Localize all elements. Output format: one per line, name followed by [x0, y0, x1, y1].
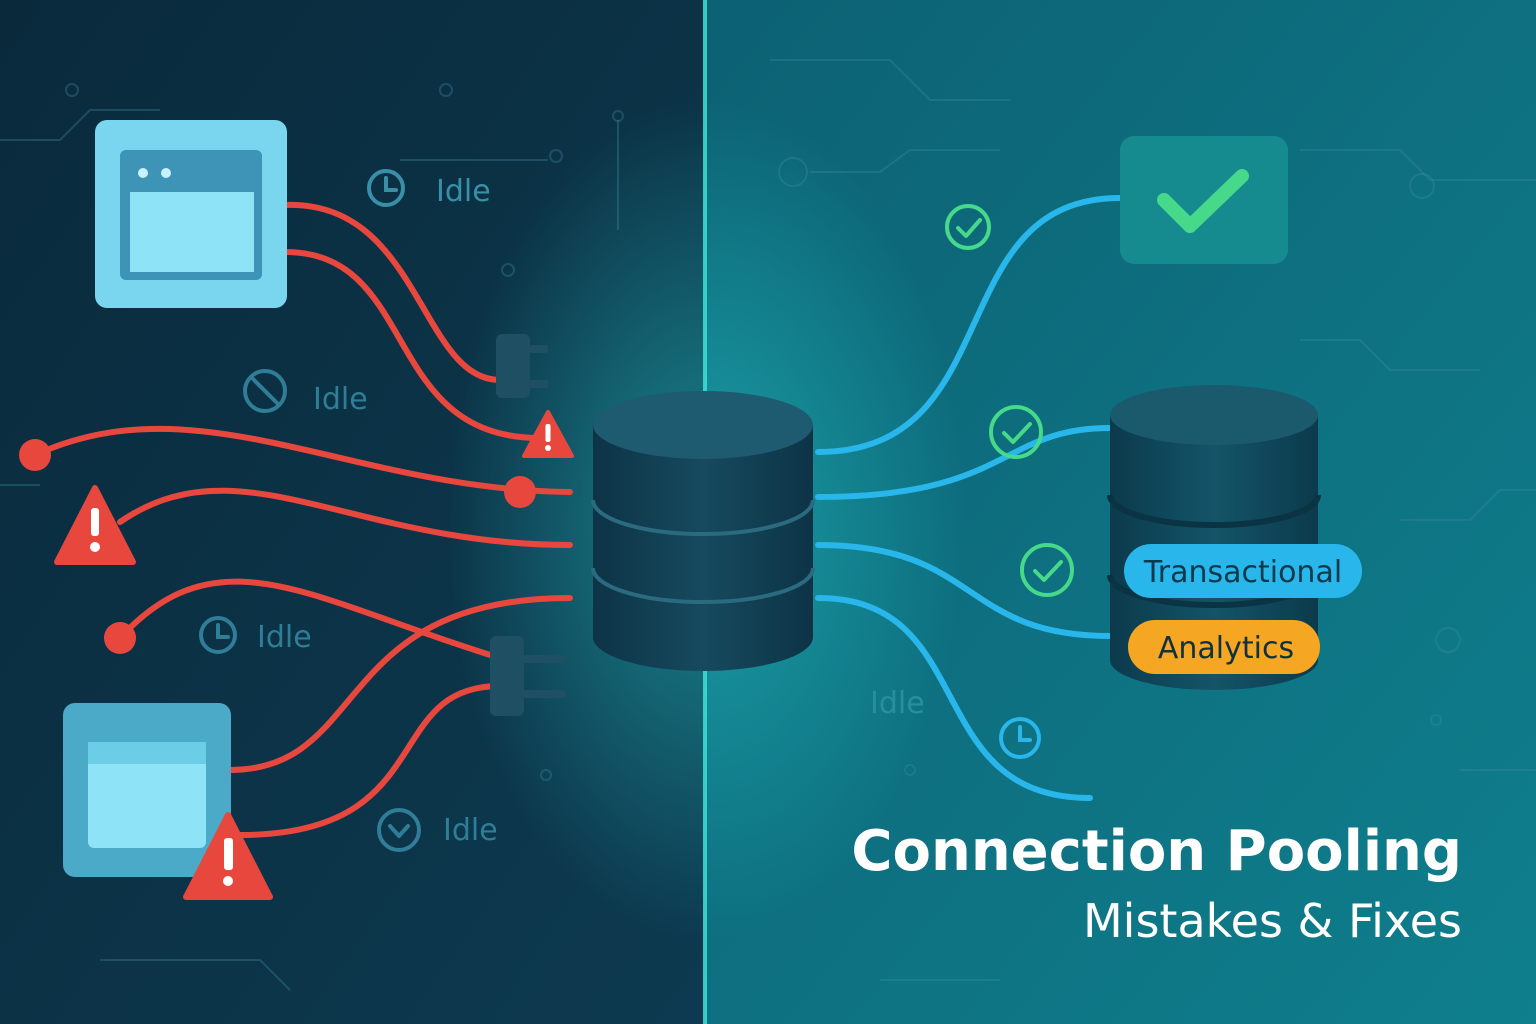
connection-endpoint — [504, 476, 536, 508]
idle-label: Idle — [313, 382, 368, 417]
warning-icon — [522, 410, 574, 458]
bad-line — [282, 249, 543, 441]
client-app-window-icon — [95, 120, 287, 308]
connection-endpoint — [19, 439, 51, 471]
main-title: Connection Pooling — [851, 819, 1462, 884]
check-circle-icon — [989, 405, 1043, 459]
bad-line — [237, 683, 503, 838]
idle-label: Idle — [443, 813, 498, 848]
chevron-down-circle-icon — [377, 808, 421, 852]
warning-icon — [183, 812, 273, 900]
good-line — [815, 195, 1123, 455]
idle-label: Idle — [436, 174, 491, 209]
bad-line — [117, 578, 503, 661]
svg-text:Transactional: Transactional — [1143, 555, 1342, 590]
circuit-decoration — [0, 59, 1536, 991]
central-database-icon — [591, 391, 815, 671]
bad-line — [32, 425, 573, 495]
blocked-icon — [243, 369, 287, 413]
good-line — [815, 542, 1113, 639]
warning-icon — [54, 485, 136, 565]
clock-icon — [999, 717, 1041, 759]
idle-label: Idle — [870, 686, 925, 721]
bad-line — [227, 595, 573, 773]
connection-endpoint — [104, 622, 136, 654]
good-line — [815, 425, 1113, 500]
good-line — [815, 595, 1093, 801]
bad-connection-lines — [32, 201, 573, 838]
plug-icon — [490, 636, 566, 716]
idle-label: Idle — [257, 620, 312, 655]
good-connection-lines — [815, 195, 1123, 801]
analytics-pool-tag: Analytics — [1128, 620, 1320, 674]
clock-icon — [199, 616, 237, 654]
clock-icon — [367, 169, 405, 207]
client-app-window-icon — [63, 703, 231, 877]
broken-plug-icon — [496, 334, 548, 398]
subtitle: Mistakes & Fixes — [1083, 894, 1462, 948]
svg-text:Analytics: Analytics — [1158, 631, 1294, 666]
check-circle-icon — [945, 204, 991, 250]
bad-line — [117, 487, 573, 548]
transactional-pool-tag: Transactional — [1124, 544, 1362, 598]
success-check-box — [1120, 136, 1288, 264]
check-circle-icon — [1020, 543, 1074, 597]
bad-line — [282, 201, 503, 383]
